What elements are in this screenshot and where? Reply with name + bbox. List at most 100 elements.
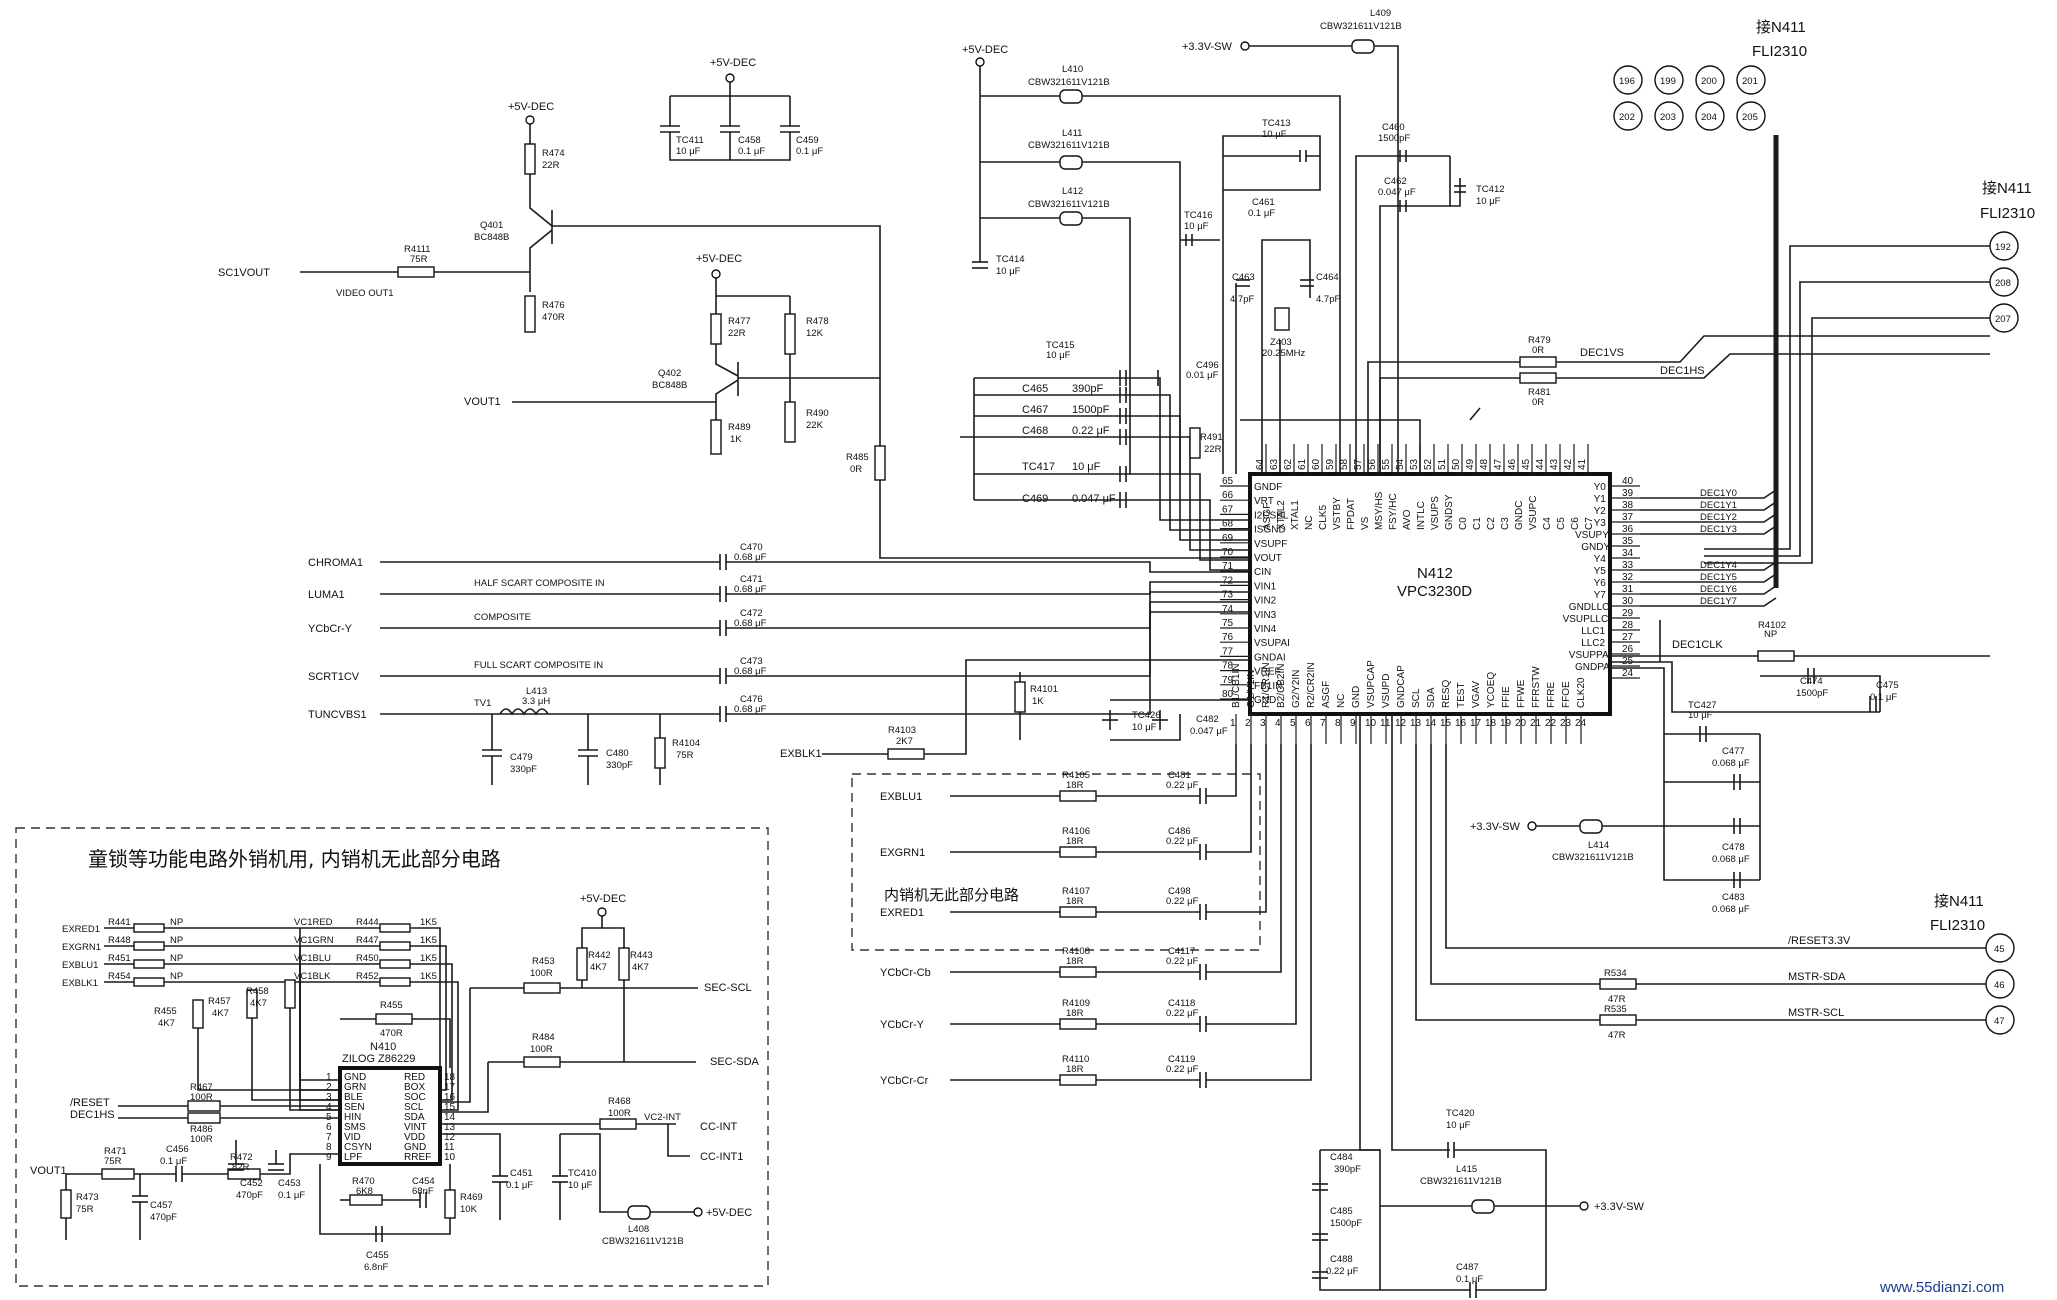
pin-name: LLC1 (1581, 626, 1605, 637)
pin-number: 63 (1269, 458, 1280, 470)
c483-ref: C483 (1722, 892, 1745, 903)
tc411-ref: TC411 (676, 135, 704, 146)
c488-value: 0.22 μF (1326, 1266, 1359, 1277)
pin-name: Y1 (1594, 494, 1607, 505)
tc412-ref: TC412 (1476, 184, 1505, 195)
q402-value: BC848B (652, 380, 687, 391)
aux-wire (299, 946, 340, 1091)
pin-number: 20 (1515, 718, 1527, 729)
vdec-caps: +5V-DEC (710, 57, 756, 69)
pin-number: 38 (1622, 500, 1634, 511)
c474-ref: C474 (1800, 676, 1823, 687)
r474-value: 22R (542, 160, 560, 171)
rgb-res-value: 18R (1066, 780, 1084, 791)
rgb-net-label: EXGRN1 (880, 847, 925, 859)
connector-pin-circle (1613, 101, 1643, 131)
pin-number: 3 (1260, 718, 1266, 729)
input-description: TV1 (474, 698, 491, 709)
aux-mid-res-value: 1K5 (420, 953, 437, 964)
rgb-net-label: YCbCr-Cb (880, 967, 931, 979)
c467-ref: C467 (1022, 404, 1048, 416)
pin-number: 60 (1311, 458, 1322, 470)
pin-number: 33 (1622, 560, 1634, 571)
pin-name: TEST (1456, 682, 1467, 708)
r4103-value: 2K7 (896, 736, 913, 747)
pin-number: 78 (1222, 661, 1234, 672)
connector-pin-number: 45 (1994, 944, 2005, 955)
aux-mid-net: VC1BLK (294, 971, 331, 982)
pin-number: 16 (1455, 718, 1467, 729)
l414-value: CBW321611V121B (1552, 852, 1634, 863)
bus-res-value: 47R (1608, 1030, 1626, 1041)
input-cap-ref: C472 (740, 608, 763, 619)
pin-number: 5 (1290, 718, 1296, 729)
c479-value: 330pF (510, 764, 537, 775)
connect-bottom-label: 接N411 (1934, 893, 1984, 910)
aux-pullup-value: 4K7 (212, 1008, 229, 1019)
c462-value: 0.047 μF (1378, 187, 1416, 198)
rgb-resistor (1059, 846, 1097, 858)
aux-pin-number: 10 (444, 1152, 456, 1163)
pin-number: 28 (1622, 620, 1634, 631)
rgb-wire (1206, 744, 1297, 1025)
aux-pullup-value: 4K7 (158, 1018, 175, 1029)
rgb-res-ref: R4106 (1062, 826, 1090, 837)
c454-ref: C454 (412, 1176, 435, 1187)
pin-number: 39 (1622, 488, 1634, 499)
pin-name: LLC2 (1581, 638, 1605, 649)
rgb-cap-ref: C4117 (1168, 946, 1195, 957)
connector-pin-number: 205 (1742, 112, 1758, 123)
c464-value: 4.7pF (1316, 294, 1340, 305)
rgb-res-value: 18R (1066, 1008, 1084, 1019)
aux-pin-number: 11 (444, 1142, 455, 1153)
r472-value: 82R (232, 1162, 250, 1173)
sec-scl-label: SEC-SCL (704, 982, 752, 994)
c457-ref: C457 (150, 1200, 173, 1211)
aux-pin-name: SDA (404, 1112, 425, 1123)
dec-output-label: DEC1Y1 (1700, 500, 1737, 511)
aux-pin-number: 7 (326, 1132, 332, 1143)
pin-number: 24 (1622, 668, 1634, 679)
chip-n412-ref: N412 (1417, 565, 1453, 582)
pin-number: 18 (1485, 718, 1497, 729)
pin-name: FPDAT (1346, 498, 1357, 530)
pin-number: 67 (1222, 504, 1234, 515)
crystal-section: TC413 10 μF C461 0.1 μF TC416 10 μF Z403… (1180, 118, 1505, 474)
aux-res-ref: R441 (108, 917, 131, 928)
pin-number: 44 (1535, 458, 1546, 470)
c477-ref: C477 (1722, 746, 1745, 757)
z403-ref: Z403 (1270, 337, 1292, 348)
fli-bottom-label: FLI2310 (1930, 917, 1985, 934)
pin-number: 47 (1493, 458, 1504, 470)
pin-name: MSY/HS (1374, 491, 1385, 530)
pin-name: FFOE (1561, 681, 1572, 708)
c496-value: 0.01 μF (1186, 370, 1219, 381)
chip-n410 (338, 1066, 442, 1166)
pin-number: 9 (1350, 718, 1356, 729)
c452-ref: C452 (240, 1178, 263, 1189)
rgb-cap-value: 0.22 μF (1166, 780, 1199, 791)
connector-pin-number: 201 (1742, 76, 1758, 87)
pin-name: VSUPCAP (1366, 660, 1377, 708)
pin-name: C0 (1458, 517, 1469, 530)
pin-number: 80 (1222, 689, 1234, 700)
r469-value: 10K (460, 1204, 478, 1215)
tc417-value: 10 μF (1072, 461, 1101, 473)
pin-name: C5 (1556, 517, 1567, 530)
pin-name: GNDLLC (1569, 602, 1610, 613)
dec-line (1640, 513, 1777, 523)
input-cap-value: 0.68 μF (734, 618, 767, 629)
aux-pullup-ref: R457 (208, 996, 231, 1007)
pin-name: VSUPY (1575, 530, 1609, 541)
pin-number: 30 (1622, 596, 1634, 607)
c461-value: 0.1 μF (1248, 208, 1275, 219)
rgb-res-ref: R4109 (1062, 998, 1090, 1009)
pin-number: 65 (1222, 476, 1234, 487)
c451-ref: C451 (510, 1168, 533, 1179)
tc420-value: 10 μF (1446, 1120, 1471, 1131)
c482-value: 0.047 μF (1190, 726, 1228, 737)
dec-output-label: DEC1Y3 (1700, 524, 1737, 535)
pin-name: Y6 (1594, 578, 1607, 589)
pin-name: GNDPA (1575, 662, 1610, 673)
aux-pin-name: VDD (404, 1132, 425, 1143)
